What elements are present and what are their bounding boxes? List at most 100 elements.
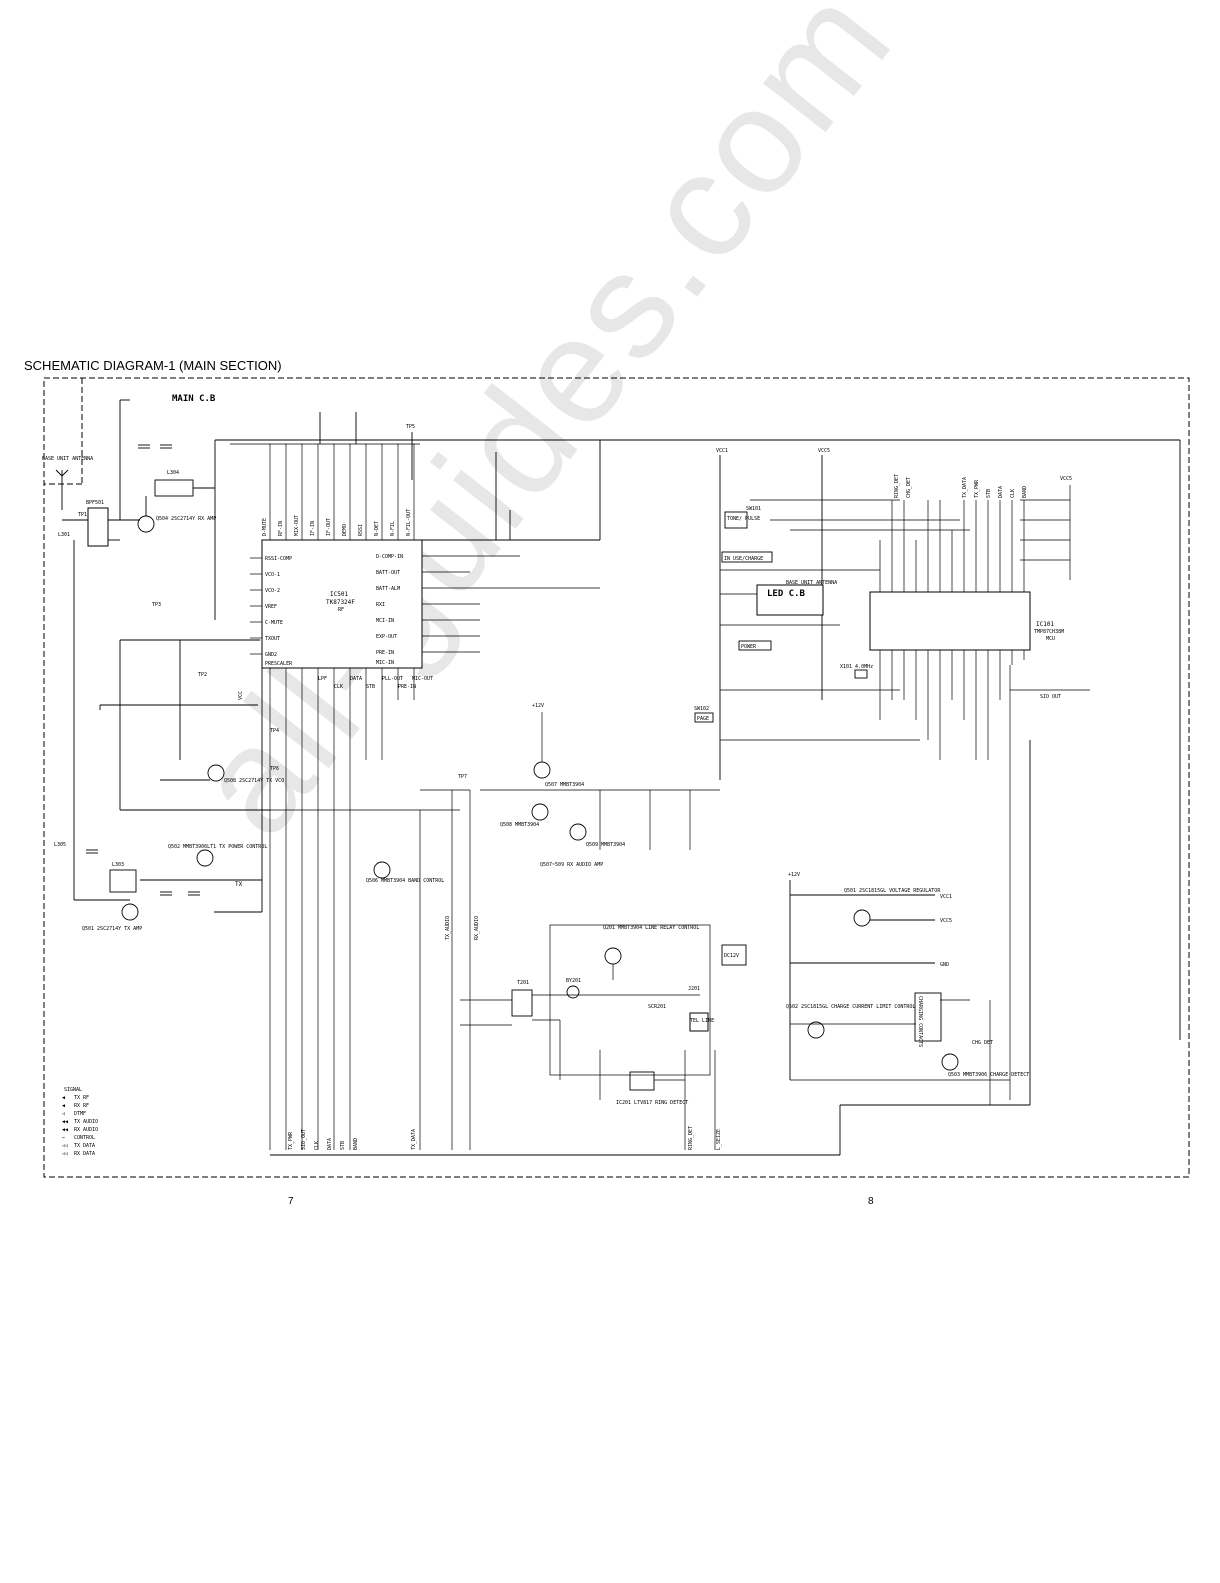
q201-transistor	[604, 947, 622, 965]
ic501-pin-bottom-4: STB	[366, 684, 375, 690]
legend-arrow-7: ◁◁	[62, 1151, 68, 1157]
q502-chg-transistor	[807, 1021, 825, 1039]
page-number-left: 7	[288, 1196, 294, 1207]
ic501-pin-top-8: N-FIL	[390, 521, 396, 536]
coil-l305: L305	[54, 842, 66, 848]
by201-label: BY201	[566, 978, 581, 984]
sio-out-label: SIO OUT	[1040, 694, 1061, 700]
ic501-pin-bottom-7: MIC-OUT	[412, 676, 433, 682]
led-base-label: BASE UNIT ANTENNA	[786, 580, 837, 586]
ic101-pin-6: CLK	[1010, 489, 1016, 498]
tone-pulse-label: TONE/ PULSE	[727, 516, 760, 522]
vcc5-out-label: VCC5	[940, 918, 952, 924]
ic501-pin-left-7: PRESCALER	[265, 661, 293, 667]
rx-amp-label: Q504 2SC2714Y RX AMP	[156, 516, 216, 522]
tel-line-label: TEL LINE	[690, 1018, 714, 1024]
rx-audio-section: +12V Q507 MMBT3904 Q508 MMBT3904 Q509 MM…	[270, 703, 720, 1150]
power-section: +12V VCC1 VCC5 GND Q501 2SC1815GL VOLTAG…	[721, 872, 1029, 1106]
page-box	[694, 712, 714, 723]
ic201-opto	[629, 1071, 655, 1091]
q508-transistor	[207, 764, 225, 782]
tp7-label: TP7	[458, 774, 467, 780]
charge-limit-label: Q502 2SC1815GL CHARGE CURRENT LIMIT CONT…	[786, 1004, 915, 1010]
bus-clk: CLK	[314, 1141, 320, 1150]
tx-power-label: Q502 MMBT3906LT1 TX POWER CONTROL	[168, 844, 267, 850]
q501-transistor	[121, 903, 139, 921]
top-rails	[225, 412, 1181, 1040]
q507-transistor	[533, 761, 551, 779]
plus12-power-label: +12V	[788, 872, 800, 878]
ic101-pin-5: DATA	[998, 486, 1004, 498]
gnd-label: GND	[940, 962, 949, 968]
page-number-right: 8	[868, 1196, 874, 1207]
crystal-x101	[854, 669, 868, 679]
ic501-pin-left-3: VREF	[265, 604, 277, 610]
ic101-pin-7: BAND	[1022, 486, 1028, 498]
ic501-pin-bottom-0: VCC	[238, 691, 244, 700]
q508-rx-transistor	[531, 803, 549, 821]
board-title: MAIN C.B	[172, 394, 216, 404]
tp5-label: TP5	[406, 424, 415, 430]
ic501-pin-top-5: DEMO	[342, 524, 348, 536]
vcc1-out-label: VCC1	[940, 894, 952, 900]
bpf-block	[87, 507, 109, 547]
ic501-pin-bottom-5: PLL-OUT	[382, 676, 403, 682]
q509-transistor	[569, 823, 587, 841]
q509-label: Q509 MMBT3904	[586, 842, 625, 848]
rx-audio-amp-label: Q507~509 RX AUDIO AMP	[540, 862, 603, 868]
line-section-box	[549, 924, 711, 1076]
ic501-pin-top-4: IF-OUT	[326, 518, 332, 536]
by201-bridge	[566, 985, 580, 999]
ic501-pin-bottom-3: DATA	[350, 676, 362, 682]
ic501-pin-right-2: BATT-ALM	[376, 586, 400, 592]
coil-l304: L304	[167, 470, 179, 476]
q507-label: Q507 MMBT3904	[545, 782, 584, 788]
chg-det-label: CHG DET	[972, 1040, 993, 1046]
legend-arrow-5: ←	[62, 1135, 65, 1141]
control-section: VCC1 VCC5 SW101 TONE/ PULSE IN USE/CHARG…	[694, 448, 1090, 1100]
t201-label: T201	[517, 980, 529, 986]
coil-l301: L301	[58, 532, 70, 538]
sw101-label: SW101	[746, 506, 761, 512]
legend-item-3: TX AUDIO	[74, 1119, 98, 1125]
ic501-pin-right-0: D-COMP-IN	[376, 554, 403, 560]
ic501-pin-top-2: MIX-OUT	[294, 515, 300, 536]
legend-item-1: RX RF	[74, 1103, 89, 1109]
ic501-pin-top-7: N-DET	[374, 521, 380, 536]
crystal-label: X101 4.0MHz	[840, 664, 873, 670]
ic501-pin-left-1: VCO-1	[265, 572, 280, 578]
charge-detect-label: Q503 MMBT3906 CHARGE DETECT	[948, 1072, 1029, 1078]
bus-rx-audio: RX_AUDIO	[474, 916, 480, 940]
ic501-pin-right-4: MCI-IN	[376, 618, 394, 624]
ic501-pin-top-3: IF-IN	[310, 521, 316, 536]
legend-title: SIGNAL	[64, 1087, 82, 1093]
ic501-pin-right-1: BATT-OUT	[376, 570, 400, 576]
relay-label: Q201 MMBT3904 LINE RELAY CONTROL	[603, 925, 699, 931]
vcc5-label: VCC5	[818, 448, 830, 454]
tp3-label: TP3	[152, 602, 161, 608]
ic501-pin-top-0: D-MUTE	[262, 518, 268, 536]
legend-item-0: TX RF	[74, 1095, 89, 1101]
sw102-label: SW102	[694, 706, 709, 712]
dc-jack-label: DC12V	[724, 953, 739, 959]
charging-label: CHARGING CONTACTS	[917, 996, 923, 1047]
led-board-label: LED C.B	[767, 589, 806, 599]
tel-line-jack	[689, 1012, 709, 1032]
page-label: PAGE	[697, 716, 709, 722]
page-heading: SCHEMATIC DIAGRAM-1 (MAIN SECTION)	[24, 358, 282, 373]
l303-coil	[109, 869, 137, 893]
ic101-block: IC101 TMP87CH38M MCU RING_DET CHG_DET TX…	[840, 474, 1072, 760]
ic101-pin-4: STB	[986, 489, 992, 498]
bus-data: DATA	[327, 1138, 333, 1150]
vcc1-label: VCC1	[716, 448, 728, 454]
legend-arrow-3: ◀◀	[62, 1119, 68, 1125]
ic501-block: IC501 TK87324F RF D-MUTE RF-IN MIX-	[230, 443, 600, 1150]
ic101-pin-2: TX_DATA	[962, 477, 968, 498]
in-use-label: IN USE/CHARGE	[724, 556, 763, 562]
ic501-part: TK87324F	[326, 599, 355, 606]
legend-arrow-0: ◀	[62, 1095, 65, 1101]
ic101-pin-3: TX_PWR	[974, 479, 980, 498]
l304-coil	[154, 479, 194, 497]
ic101-sub: MCU	[1046, 636, 1055, 642]
legend-item-6: TX DATA	[74, 1143, 95, 1149]
